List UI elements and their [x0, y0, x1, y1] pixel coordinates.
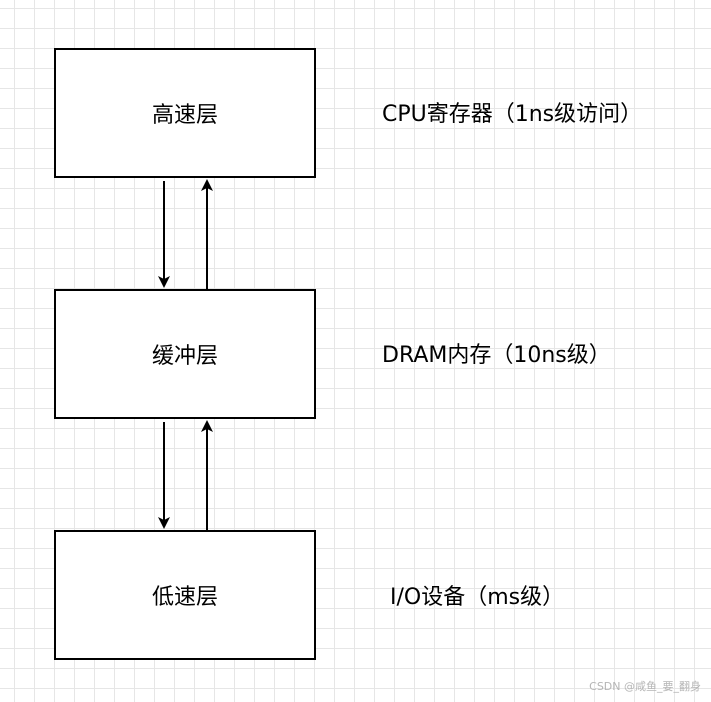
box-high-label: 高速层 [151, 103, 218, 128]
box-buffer-layer[interactable]: 缓冲层 [54, 289, 316, 419]
watermark: CSDN @咸鱼_要_翻身 [589, 680, 701, 693]
side-label-cpu-registers: CPU寄存器（1ns级访问） [382, 102, 643, 127]
side-label-io-devices: I/O设备（ms级） [390, 585, 565, 610]
side-label-dram: DRAM内存（10ns级） [382, 343, 611, 368]
box-buffer-label: 缓冲层 [151, 344, 218, 369]
box-low-speed-layer[interactable]: 低速层 [54, 530, 316, 660]
box-high-speed-layer[interactable]: 高速层 [54, 48, 316, 178]
box-low-label: 低速层 [151, 585, 218, 610]
